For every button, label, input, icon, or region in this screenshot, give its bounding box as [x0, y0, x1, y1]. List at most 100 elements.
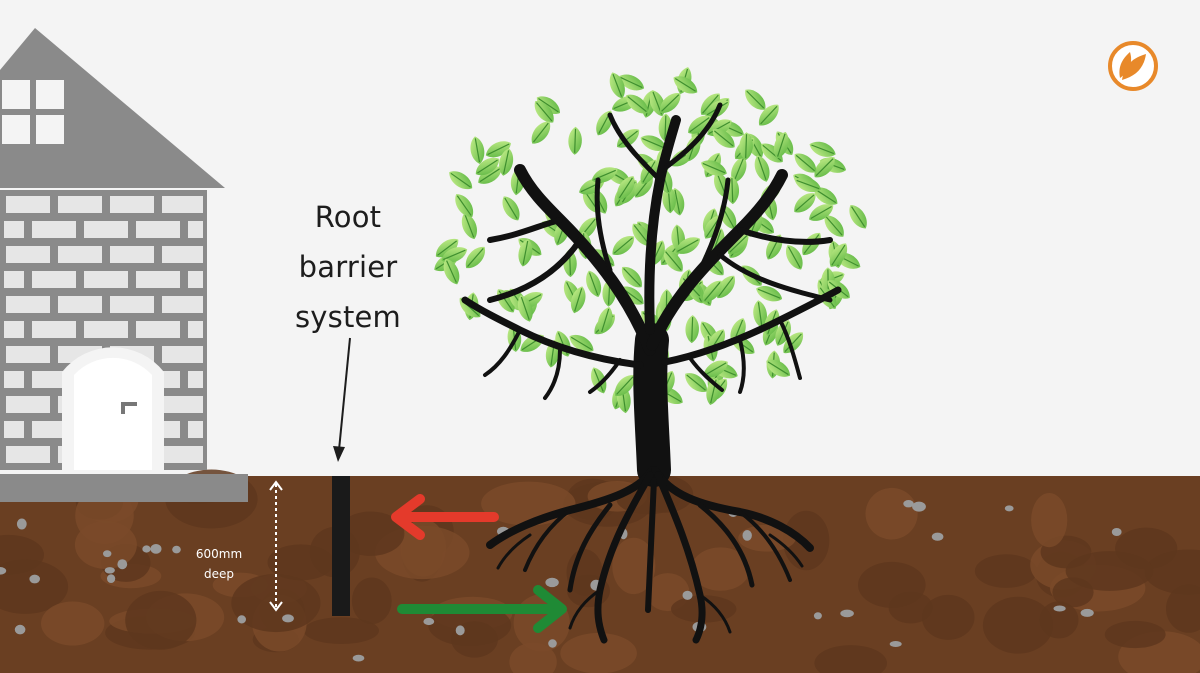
- leaf: [700, 93, 721, 115]
- barrier-label-line-1: Root: [314, 200, 382, 234]
- soil-clump: [814, 645, 887, 673]
- leaf: [455, 194, 474, 218]
- brick: [110, 196, 154, 213]
- leaf: [534, 101, 554, 123]
- leaf: [783, 332, 804, 354]
- brick: [162, 196, 203, 213]
- brick: [32, 271, 76, 288]
- leaf: [758, 104, 779, 126]
- pebble: [889, 641, 902, 647]
- pebble: [903, 500, 914, 508]
- leaf: [663, 250, 683, 272]
- leaf: [586, 270, 602, 297]
- leaf: [774, 131, 789, 159]
- leaf: [794, 177, 822, 193]
- pebble: [423, 617, 435, 626]
- leaf: [809, 141, 836, 157]
- leaf: [609, 72, 625, 99]
- leaf: [824, 215, 844, 237]
- brick: [188, 271, 203, 288]
- leaf: [739, 132, 753, 161]
- soil-clump: [0, 559, 69, 614]
- soil-clump: [40, 601, 105, 646]
- pebble: [840, 609, 854, 618]
- leaf: [612, 235, 635, 256]
- brick: [84, 221, 128, 238]
- pebble: [455, 625, 465, 636]
- brick: [162, 346, 203, 363]
- leaf: [716, 275, 735, 299]
- leaf: [794, 193, 816, 213]
- pebble: [0, 567, 7, 575]
- brick: [136, 221, 180, 238]
- soil-clump: [1031, 492, 1068, 548]
- brick: [32, 221, 76, 238]
- leaf: [673, 76, 698, 94]
- soil-clump: [1065, 551, 1154, 591]
- soil-clump: [1144, 549, 1200, 595]
- house-door: [62, 347, 164, 470]
- house-attic-window: [2, 80, 64, 144]
- leaf: [703, 360, 728, 378]
- leaf: [531, 121, 551, 144]
- leaf: [731, 156, 747, 183]
- leaf: [618, 74, 645, 91]
- leaf: [568, 126, 582, 155]
- soil-clump: [1166, 584, 1200, 633]
- brick: [4, 321, 24, 338]
- leaf: [536, 96, 561, 114]
- leaf: [478, 166, 502, 184]
- barrier-label-line-2: barrier: [298, 250, 398, 284]
- brick: [188, 321, 203, 338]
- brick: [58, 246, 102, 263]
- leaf: [614, 375, 635, 396]
- brick: [4, 421, 24, 438]
- leaf: [617, 129, 640, 148]
- leaf: [621, 266, 642, 288]
- leaf: [435, 238, 459, 258]
- brick: [32, 321, 76, 338]
- leaf: [632, 223, 651, 246]
- brick: [58, 196, 102, 213]
- brick: [84, 271, 128, 288]
- pebble: [29, 574, 40, 584]
- soil-clump: [74, 520, 137, 570]
- brick: [6, 246, 50, 263]
- pebble: [742, 530, 752, 541]
- pebble: [117, 559, 128, 570]
- leaf: [617, 176, 635, 200]
- tree-branches: [461, 102, 842, 487]
- brick: [110, 296, 154, 313]
- leaf: [518, 239, 533, 267]
- depth-label-line-1: 600mm: [195, 547, 243, 561]
- brick: [84, 321, 128, 338]
- brick: [188, 371, 203, 388]
- soil-clump: [691, 547, 750, 591]
- leaf: [753, 300, 767, 328]
- soil-clump: [337, 511, 405, 556]
- leaf: [517, 295, 533, 322]
- leaf: [443, 258, 460, 285]
- pebble: [931, 532, 944, 541]
- brick: [6, 446, 50, 463]
- soil-clump: [982, 596, 1054, 654]
- leaf: [814, 157, 835, 178]
- leaf: [786, 245, 803, 270]
- pebble: [172, 545, 181, 554]
- leaf: [441, 247, 468, 263]
- brick: [6, 296, 50, 313]
- arrow-right-icon: [397, 585, 567, 633]
- leaf: [809, 204, 834, 221]
- pebble: [1111, 528, 1122, 536]
- pebble: [104, 567, 115, 574]
- leaf: [675, 237, 701, 254]
- barrier-label-line-3: system: [294, 300, 402, 334]
- pebble: [682, 590, 693, 600]
- pebble: [282, 614, 294, 623]
- soil-clump: [560, 632, 637, 673]
- leaf: [849, 204, 867, 229]
- brick: [162, 446, 203, 463]
- leaf: [570, 286, 586, 314]
- pebble: [912, 501, 926, 512]
- brick: [110, 246, 154, 263]
